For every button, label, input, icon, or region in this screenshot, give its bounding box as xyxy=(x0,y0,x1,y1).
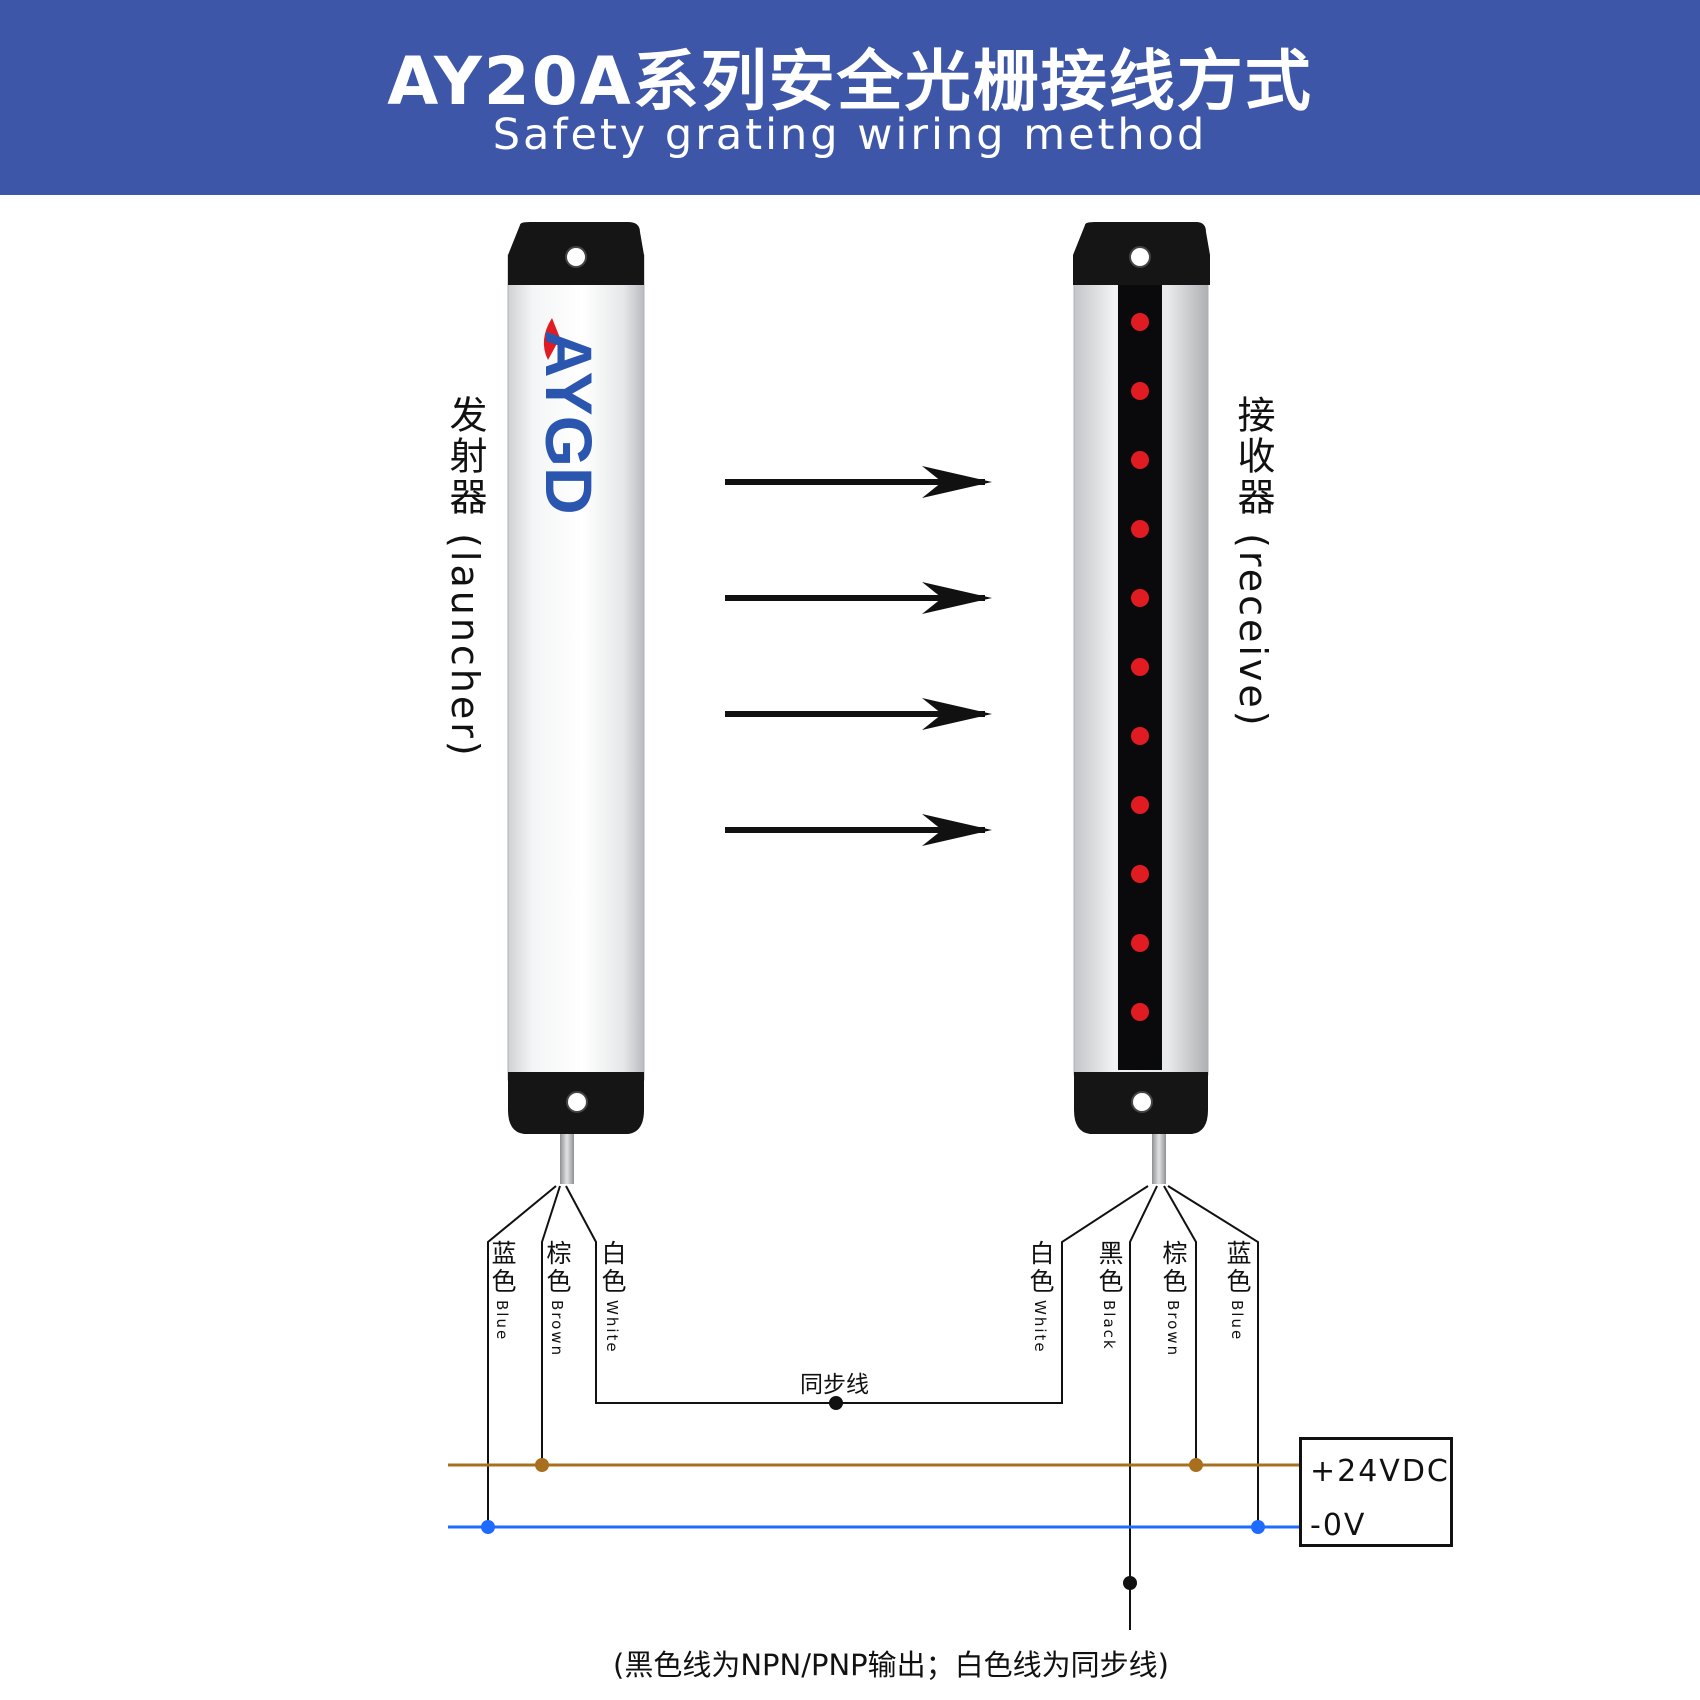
beam-arrows xyxy=(725,466,992,846)
power-supply-box: +24VDC -0V xyxy=(1299,1437,1453,1547)
footnote: (黑色线为NPN/PNP输出；白色线为同步线) xyxy=(613,1648,1169,1682)
receiver-led xyxy=(1131,382,1149,400)
receiver-brown-wire xyxy=(1163,1185,1197,1465)
receiver-led xyxy=(1131,727,1149,745)
header-banner: AY20A系列安全光栅接线方式 Safety grating wiring me… xyxy=(0,0,1700,195)
emitter-top-hole xyxy=(565,246,587,268)
receiver-label: 接收器 (receive) xyxy=(1231,395,1275,729)
positive-terminal-label: +24VDC xyxy=(1310,1454,1450,1489)
receiver-led xyxy=(1131,520,1149,538)
wire-label-brown: 棕色Brown xyxy=(543,1240,572,1358)
beam-arrowhead xyxy=(922,814,992,846)
receiver-unit xyxy=(1073,222,1210,1184)
receiver-led-column xyxy=(1131,313,1149,1021)
receiver-led xyxy=(1131,796,1149,814)
receiver-led xyxy=(1131,934,1149,952)
receiver-led xyxy=(1131,1003,1149,1021)
emitter-brown-wire xyxy=(541,1185,561,1465)
brown-junction-dot xyxy=(1189,1458,1203,1472)
emitter-cable xyxy=(560,1134,574,1184)
logo-swoosh xyxy=(543,318,560,360)
negative-terminal-label: -0V xyxy=(1310,1508,1367,1543)
emitter-label: 发射器 (launcher) xyxy=(443,395,487,759)
receiver-wires xyxy=(1129,1185,1259,1630)
wire-label-white: 白色White xyxy=(1026,1240,1055,1354)
beam-arrowhead xyxy=(922,466,992,498)
emitter-bottom-hole xyxy=(566,1091,588,1113)
beam-arrowhead xyxy=(922,582,992,614)
emitter-logo: AYGD xyxy=(532,330,606,515)
wire-label-white: 白色White xyxy=(598,1240,627,1354)
receiver-led xyxy=(1131,313,1149,331)
receiver-cable xyxy=(1152,1134,1166,1184)
receiver-blue-wire xyxy=(1167,1185,1259,1530)
receiver-bottom-hole xyxy=(1131,1091,1153,1113)
emitter-body xyxy=(507,254,645,1081)
wire-label-black: 黑色Black xyxy=(1095,1240,1124,1351)
receiver-led xyxy=(1131,865,1149,883)
output-junction-dot xyxy=(1123,1576,1137,1590)
wire-label-blue: 蓝色Blue xyxy=(488,1240,517,1342)
emitter-unit: AYGD xyxy=(507,222,645,1184)
emitter-wires xyxy=(487,1185,1149,1530)
emitter-blue-wire xyxy=(487,1185,557,1530)
receiver-black-wire xyxy=(1129,1185,1158,1630)
page-title: AY20A系列安全光栅接线方式 xyxy=(387,43,1313,120)
beam-arrowhead xyxy=(922,698,992,730)
sync-line-label: 同步线 xyxy=(800,1372,869,1398)
sync-junction-dot xyxy=(829,1396,843,1410)
wire-label-brown: 棕色Brown xyxy=(1159,1240,1188,1358)
receiver-top-hole xyxy=(1129,246,1151,268)
brown-junction-dot xyxy=(535,1458,549,1472)
receiver-led xyxy=(1131,589,1149,607)
blue-junction-dot xyxy=(481,1520,495,1534)
receiver-led xyxy=(1131,658,1149,676)
blue-junction-dot xyxy=(1251,1520,1265,1534)
page-subtitle: Safety grating wiring method xyxy=(492,110,1208,160)
wire-label-blue: 蓝色Blue xyxy=(1223,1240,1252,1342)
receiver-led xyxy=(1131,451,1149,469)
